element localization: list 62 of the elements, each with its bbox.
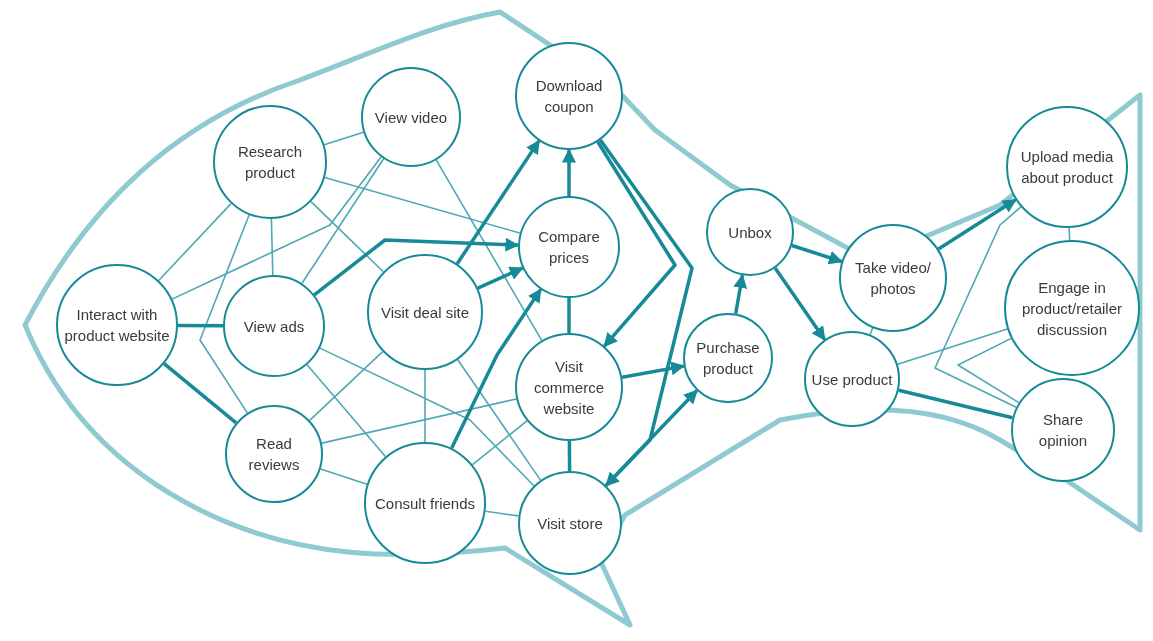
step-label: View ads bbox=[242, 316, 306, 337]
step-circle bbox=[223, 275, 325, 377]
connector-line bbox=[270, 218, 274, 276]
connector-line bbox=[957, 337, 1020, 404]
arrow bbox=[596, 140, 677, 348]
step-label: Research product bbox=[236, 142, 304, 183]
step-label: Visit commerce website bbox=[533, 356, 605, 419]
connector-line bbox=[934, 206, 1022, 409]
connector-line bbox=[457, 359, 542, 481]
connector-line bbox=[424, 369, 426, 443]
step-label: Visit deal site bbox=[379, 302, 471, 323]
connector-line bbox=[199, 214, 250, 414]
step-label: Compare prices bbox=[537, 227, 601, 268]
connector-line bbox=[471, 420, 528, 466]
step-circle bbox=[367, 254, 483, 370]
step-label: View video bbox=[373, 107, 449, 128]
step-label: Interact with product website bbox=[63, 305, 171, 346]
connector-line bbox=[319, 468, 368, 485]
step-label: Purchase product bbox=[695, 338, 761, 379]
arrow bbox=[733, 273, 748, 314]
connector-line bbox=[306, 364, 387, 458]
connector-line bbox=[178, 323, 223, 328]
step-label: Consult friends bbox=[373, 493, 477, 514]
step-label: Read reviews bbox=[247, 434, 301, 475]
step-label: Unbox bbox=[727, 222, 773, 243]
step-label: Visit store bbox=[536, 513, 604, 534]
connector-line bbox=[310, 200, 385, 273]
arrow bbox=[604, 389, 699, 487]
connector-line bbox=[323, 131, 365, 146]
connector-line bbox=[567, 441, 572, 471]
step-label: Share opinion bbox=[1037, 410, 1089, 451]
arrow bbox=[450, 288, 543, 449]
step-circle bbox=[839, 224, 947, 332]
arrow bbox=[791, 243, 843, 265]
connector-line bbox=[324, 176, 521, 234]
connector-line bbox=[898, 388, 1013, 420]
connector-line bbox=[321, 398, 518, 444]
arrow bbox=[562, 148, 576, 196]
step-label: Download coupon bbox=[534, 76, 604, 117]
connector-line bbox=[157, 202, 232, 282]
connector-line bbox=[435, 159, 543, 342]
connector-line bbox=[484, 510, 520, 517]
connector-line bbox=[567, 298, 571, 333]
connector-line bbox=[171, 156, 382, 300]
step-circle bbox=[518, 471, 622, 575]
arrow bbox=[937, 198, 1017, 251]
connector-line bbox=[163, 362, 238, 425]
step-label: Use product bbox=[810, 369, 894, 390]
step-circle bbox=[56, 264, 178, 386]
step-label: Engage in product/retailer discussion bbox=[1020, 277, 1124, 340]
arrow bbox=[621, 361, 686, 380]
connector-line bbox=[301, 158, 385, 285]
arrow bbox=[773, 267, 827, 341]
connector-line bbox=[308, 350, 384, 422]
arrow bbox=[477, 266, 524, 290]
connector-line bbox=[896, 328, 1009, 366]
arrow bbox=[598, 138, 694, 487]
connector-line bbox=[319, 347, 535, 487]
step-label: Take video/ photos bbox=[854, 258, 932, 299]
arrow bbox=[455, 139, 541, 265]
step-label: Upload media about product bbox=[1019, 147, 1115, 188]
arrow bbox=[313, 237, 520, 297]
